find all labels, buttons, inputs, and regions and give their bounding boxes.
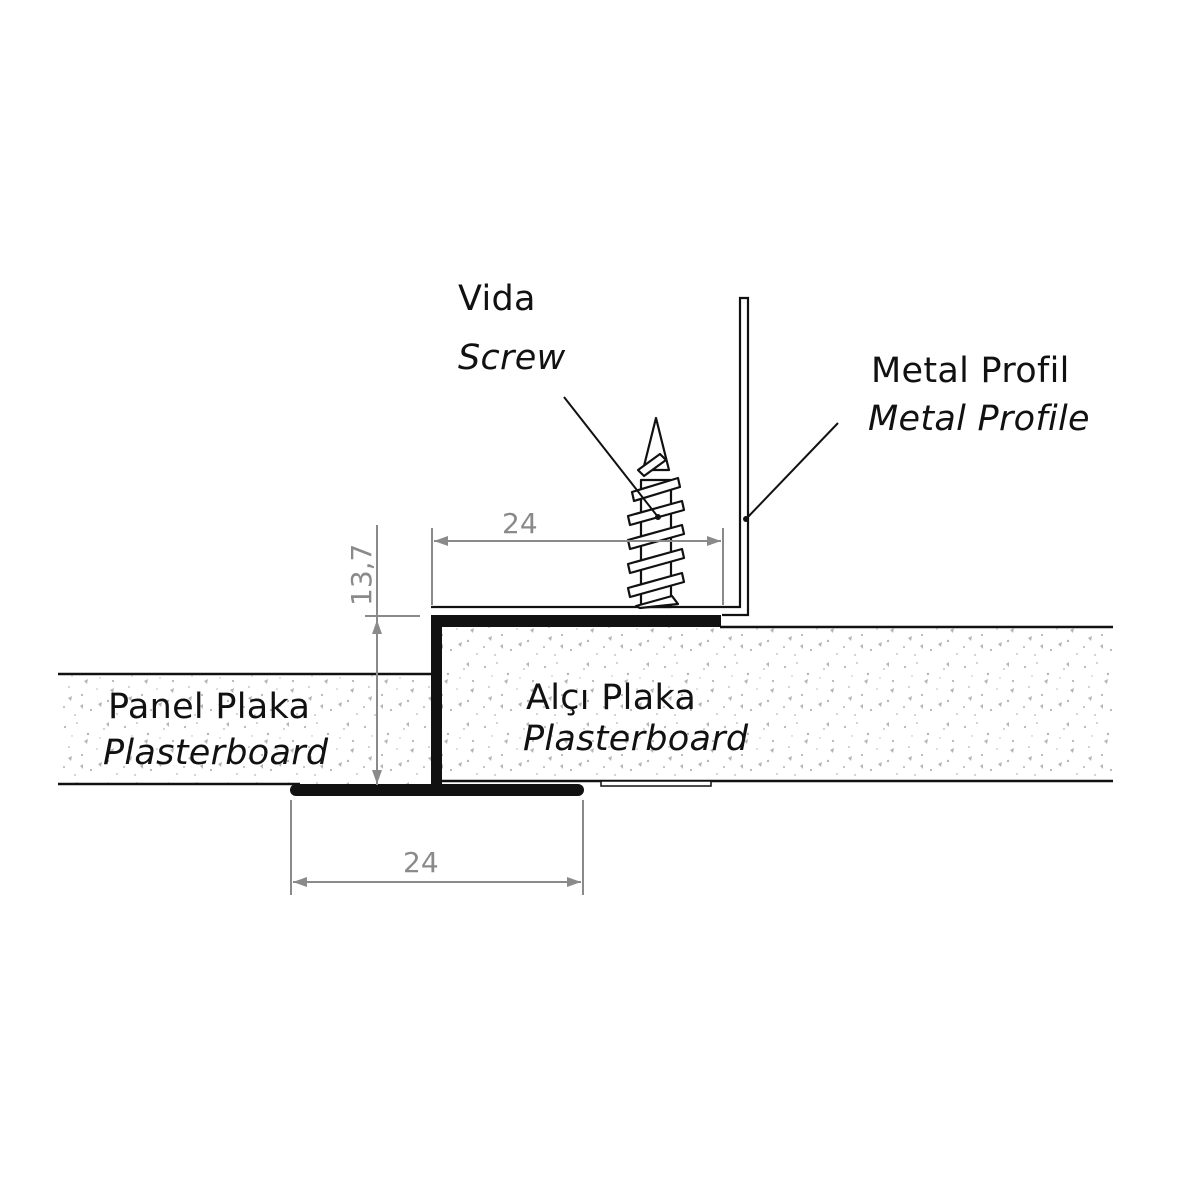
panel-plasterboard <box>58 672 432 786</box>
dimension-bottom-label: 24 <box>403 846 439 879</box>
edge-strip <box>600 780 712 787</box>
dimension-height <box>365 525 420 785</box>
screw-label-tr: Vida <box>458 279 536 319</box>
panel-label-en: Plasterboard <box>103 733 329 773</box>
profile-label-tr: Metal Profil <box>871 351 1070 391</box>
panel-label-tr: Panel Plaka <box>108 687 311 727</box>
dimension-height-label: 13,7 <box>345 544 378 606</box>
alci-label-tr: Alçı Plaka <box>526 678 697 718</box>
screw-label-en: Screw <box>458 338 566 378</box>
alci-label-en: Plasterboard <box>523 719 749 759</box>
metal-profile <box>431 296 750 617</box>
dimension-top <box>431 528 724 605</box>
metal-profile-leader <box>745 422 839 520</box>
screw-leader <box>563 396 659 518</box>
shadow-gap-profile <box>290 615 721 796</box>
profile-label-en: Metal Profile <box>868 399 1090 439</box>
dimension-bottom <box>290 800 584 895</box>
dimension-top-label: 24 <box>502 507 538 540</box>
alci-plasterboard <box>442 625 1113 783</box>
